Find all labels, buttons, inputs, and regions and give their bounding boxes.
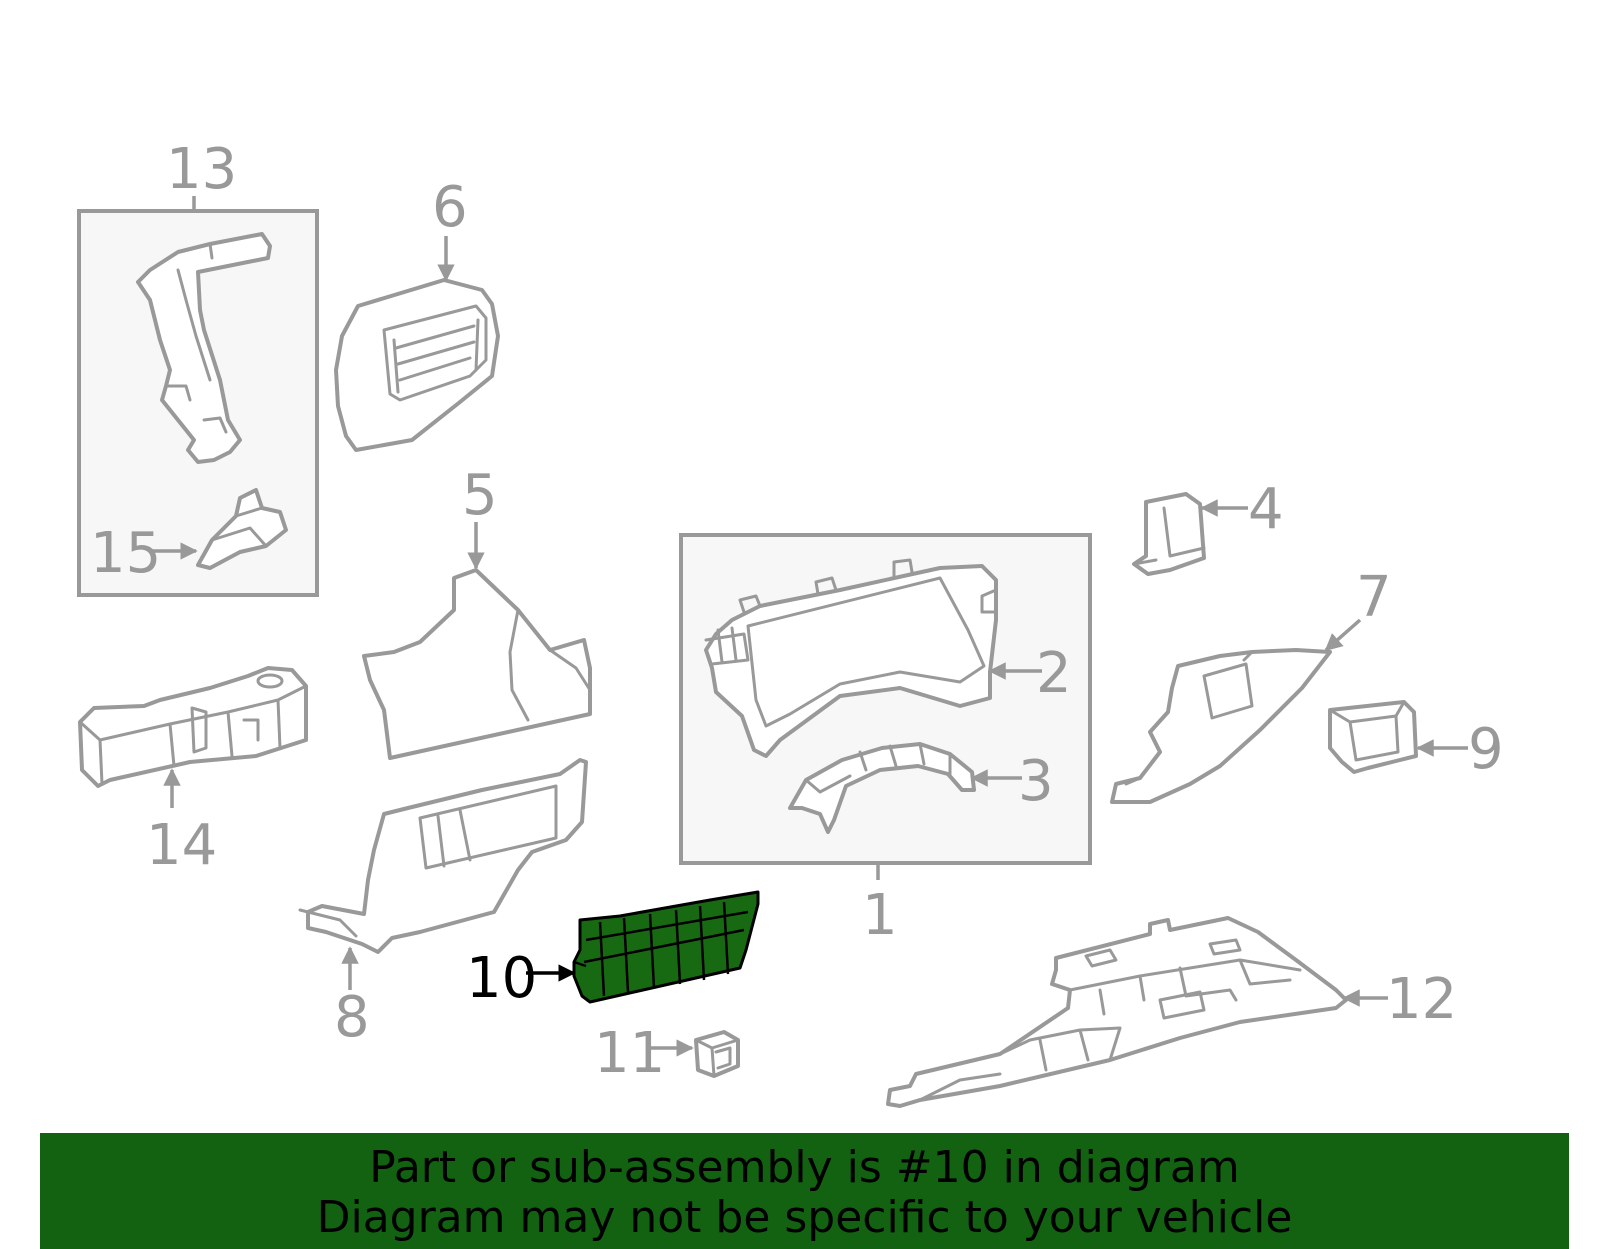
callout-7: 7 xyxy=(1356,565,1392,630)
part-7-side-panel: 7 xyxy=(1110,565,1392,804)
part-13-bracket xyxy=(136,232,272,464)
part-4-bracket: 4 xyxy=(1132,477,1284,576)
callout-13: 13 xyxy=(166,137,237,202)
callout-10: 10 xyxy=(466,946,537,1011)
info-banner: Part or sub-assembly is #10 in diagram D… xyxy=(40,1133,1569,1249)
part-8-lower-cover: 8 xyxy=(298,758,588,1050)
callout-4: 4 xyxy=(1248,477,1284,542)
part-14-duct: 14 xyxy=(78,666,308,878)
callout-8: 8 xyxy=(334,985,370,1050)
callout-3: 3 xyxy=(1018,749,1054,814)
part-15-clip: 15 xyxy=(90,488,288,586)
part-10-switch-panel-highlighted: 10 xyxy=(466,890,760,1011)
banner-line-1: Part or sub-assembly is #10 in diagram xyxy=(369,1142,1240,1193)
part-6-air-vent: 6 xyxy=(334,175,500,452)
callout-5: 5 xyxy=(462,463,498,528)
callout-1: 1 xyxy=(862,883,898,948)
part-2-instrument-cluster: 2 xyxy=(704,558,1072,758)
parts-diagram: 13 15 6 5 14 8 xyxy=(77,137,1504,1108)
callout-9: 9 xyxy=(1468,717,1504,782)
callout-11: 11 xyxy=(594,1021,665,1086)
part-11-clip: 11 xyxy=(594,1021,740,1086)
part-9-bezel: 9 xyxy=(1328,700,1504,782)
callout-12: 12 xyxy=(1386,967,1457,1032)
callout-15: 15 xyxy=(90,521,161,586)
part-5-lower-panel: 5 xyxy=(362,463,592,760)
callout-2: 2 xyxy=(1036,641,1072,706)
part-3-cluster-trim: 3 xyxy=(788,742,1054,834)
banner-line-2: Diagram may not be specific to your vehi… xyxy=(316,1192,1293,1243)
part-12-lower-tray: 12 xyxy=(886,916,1457,1108)
callout-14: 14 xyxy=(146,813,217,878)
callout-6: 6 xyxy=(432,175,468,240)
